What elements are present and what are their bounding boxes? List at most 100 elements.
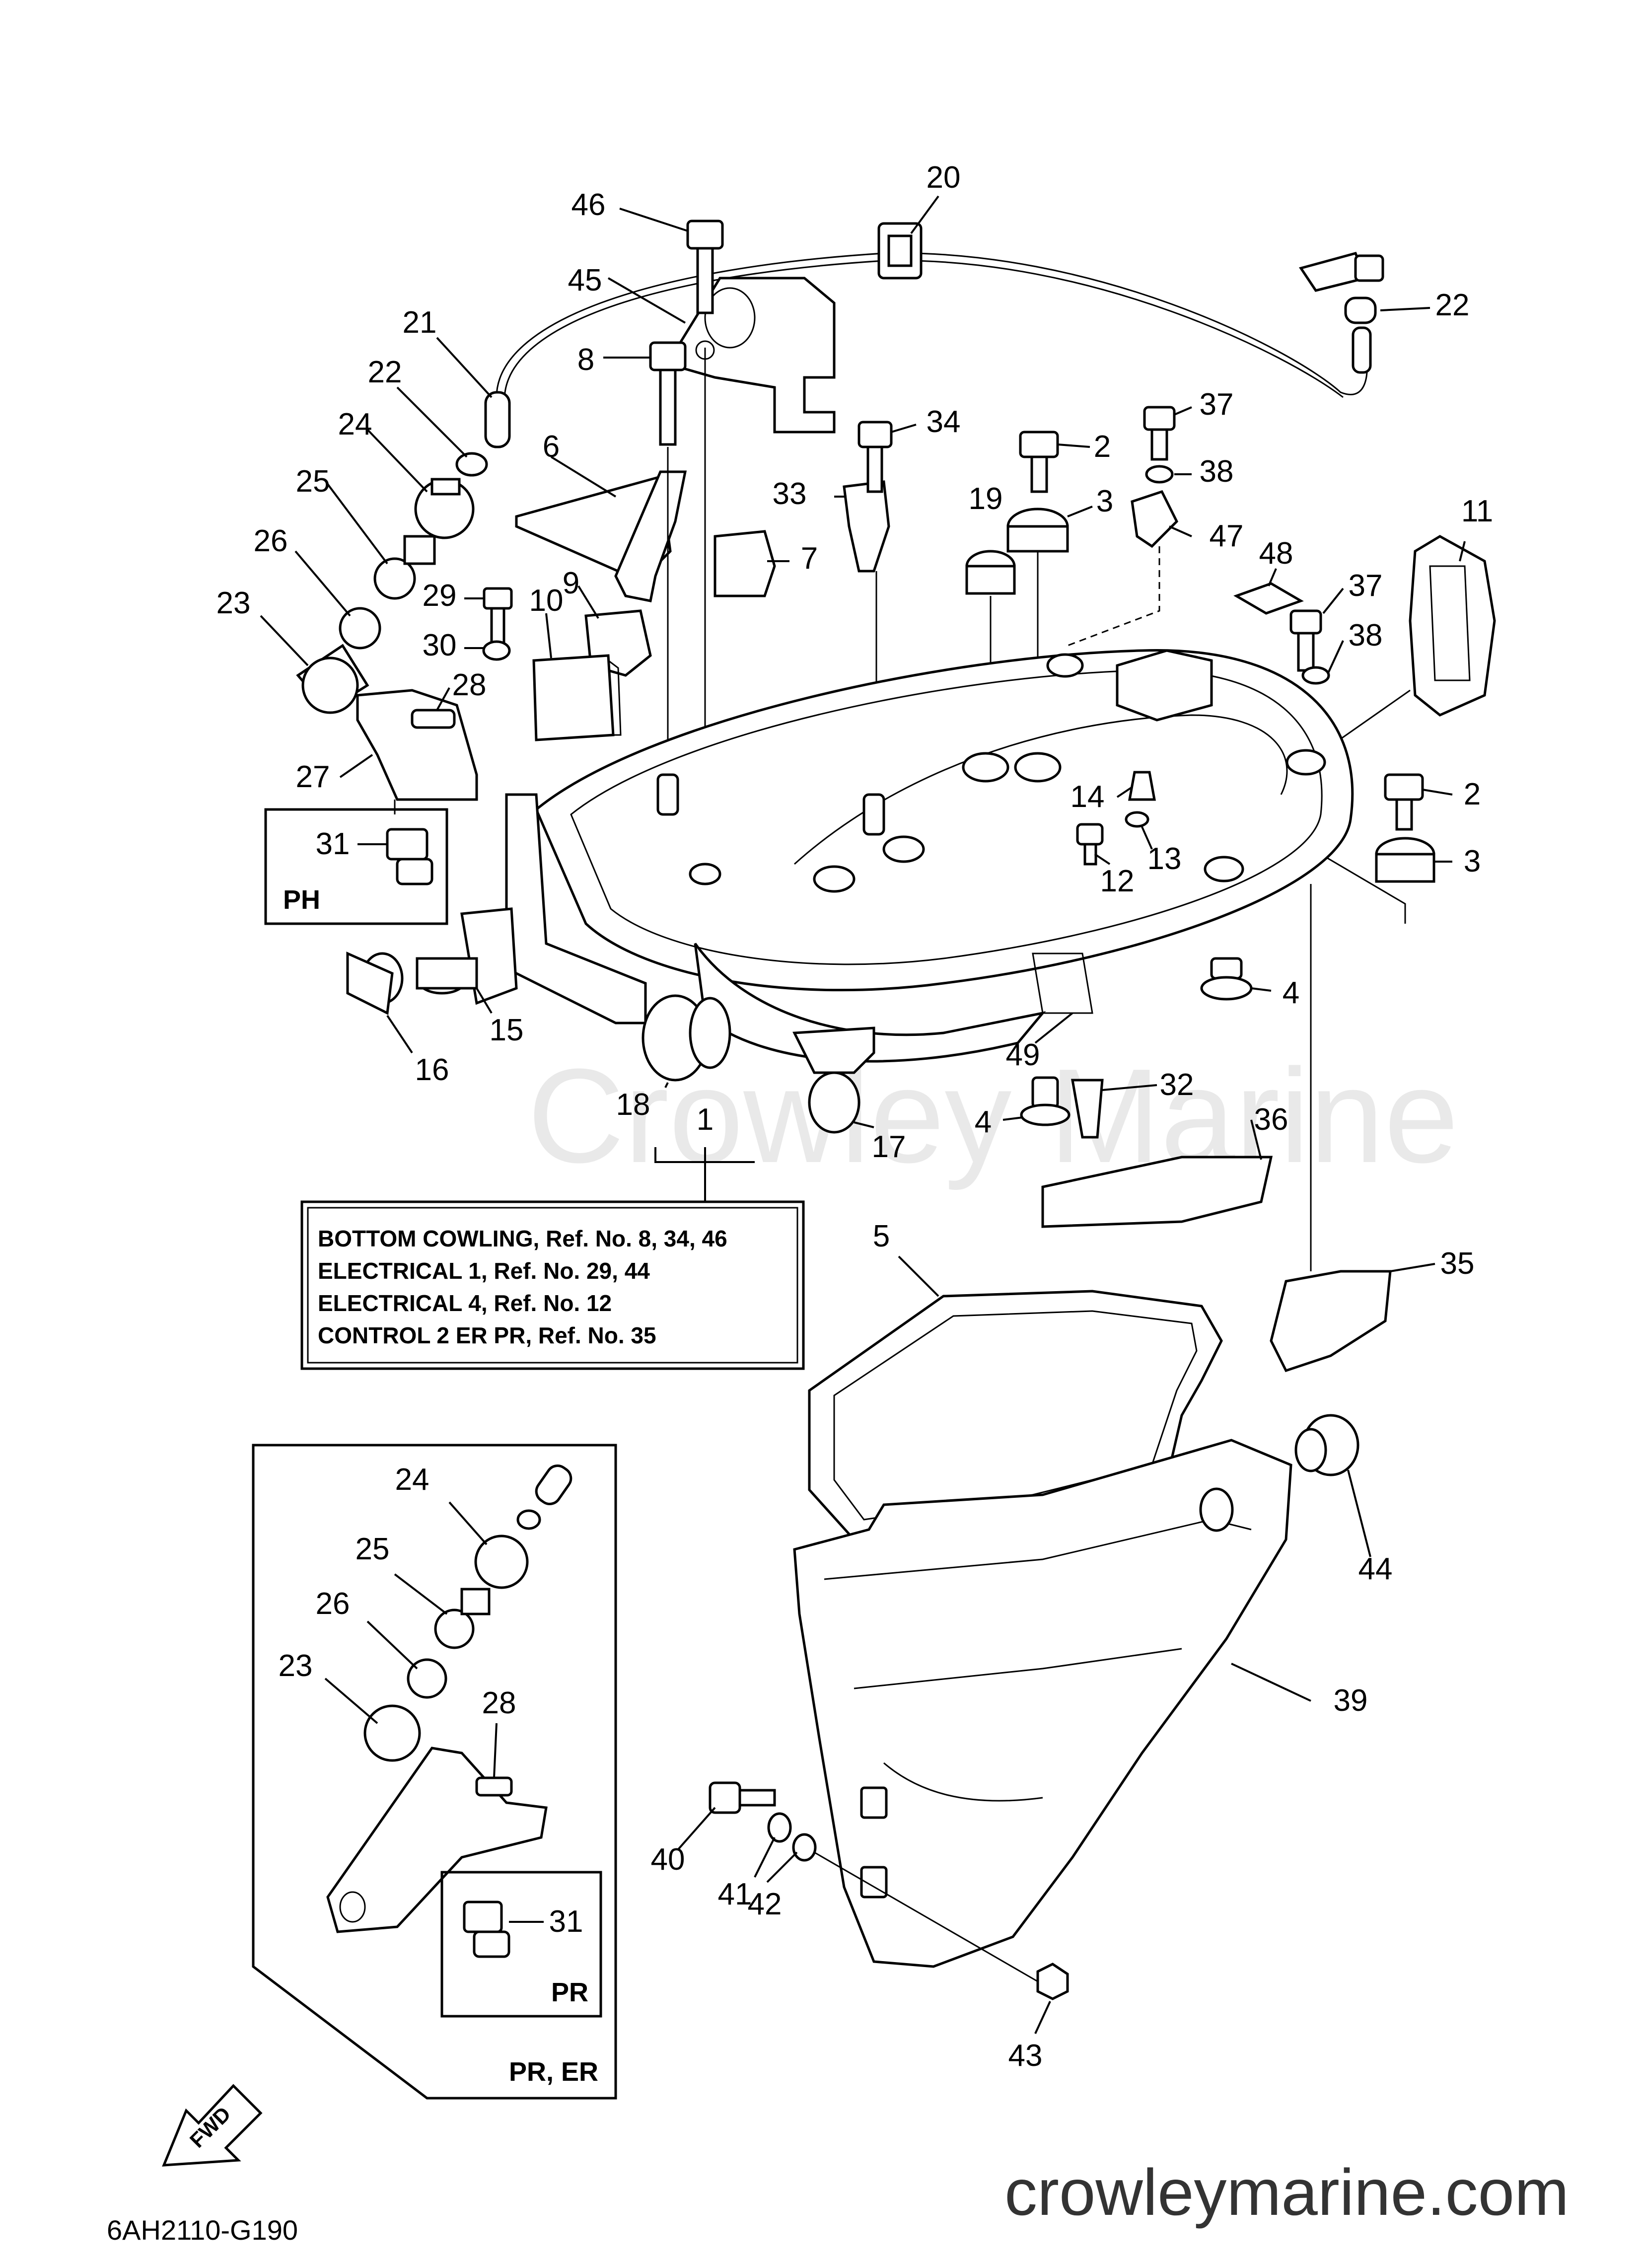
callout-22-left: 22 xyxy=(368,355,402,389)
pr-er-label: PR, ER xyxy=(509,2057,598,2087)
washer-42 xyxy=(792,1833,817,1862)
callout-42: 42 xyxy=(748,1887,782,1921)
ph-box xyxy=(264,808,448,925)
screw-12-head xyxy=(1076,823,1104,846)
washer-38-right xyxy=(1301,666,1330,685)
bolt-34-head xyxy=(857,421,893,448)
pad-10 xyxy=(532,654,615,741)
tee-joint-end xyxy=(1354,254,1384,282)
callout-40: 40 xyxy=(651,1842,685,1877)
screw-29-head xyxy=(483,587,513,610)
leader-lines xyxy=(260,195,1466,2034)
bolt-2-right-head xyxy=(1384,773,1424,801)
tray-boss-47 xyxy=(1046,653,1084,678)
callout-7: 7 xyxy=(801,541,818,576)
callout-16: 16 xyxy=(415,1053,449,1087)
screw-28-inset xyxy=(475,1776,513,1797)
cowling-tray-bottom xyxy=(694,943,1046,1063)
tray-hole-b xyxy=(882,835,925,863)
callout-34: 34 xyxy=(927,405,961,439)
callout-47: 47 xyxy=(1210,519,1244,553)
callout-37-top: 37 xyxy=(1200,387,1234,422)
fwd-arrow-icon: FWD xyxy=(162,2084,263,2167)
inset-hose-end xyxy=(535,1464,572,1505)
callout-8: 8 xyxy=(577,343,594,377)
pin-14 xyxy=(1128,771,1156,801)
collar-4-bottom-flange xyxy=(1020,1103,1071,1126)
pr-box xyxy=(440,1871,602,2018)
callout-30: 30 xyxy=(423,628,457,662)
grommet-17-body xyxy=(808,1071,860,1134)
screw-29-shank xyxy=(490,607,505,645)
callout-19: 19 xyxy=(969,482,1003,516)
callout-49: 49 xyxy=(1006,1038,1040,1072)
bolt-37-right-shank xyxy=(1297,632,1315,672)
bolt-40-shank xyxy=(738,1789,776,1807)
grommet-3-right-body xyxy=(1375,853,1435,883)
bracket-inset-hole xyxy=(339,1891,366,1923)
cover-11-inner xyxy=(1429,565,1471,681)
screw-12-shank xyxy=(1083,843,1097,866)
callout-3-top: 3 xyxy=(1096,484,1113,518)
label-48 xyxy=(1233,582,1304,615)
reference-line-1: BOTTOM COWLING, Ref. No. 8, 34, 46 xyxy=(318,1226,727,1251)
pr-er-inset xyxy=(252,1444,617,2100)
callout-25-top: 25 xyxy=(296,464,330,499)
gasket-5-inner xyxy=(833,1310,1198,1521)
tray-bracket xyxy=(1116,649,1213,722)
clamp-31-top-lower xyxy=(396,858,433,885)
reference-box-inner xyxy=(307,1207,798,1364)
bolt-2-top-head xyxy=(1019,431,1059,458)
callout-31-top: 31 xyxy=(316,827,350,861)
callout-21: 21 xyxy=(403,305,437,340)
callout-13: 13 xyxy=(1147,842,1182,876)
bracket-45 xyxy=(679,277,836,434)
tray-boss-19 xyxy=(962,752,1009,783)
plug-25-inset xyxy=(434,1609,475,1649)
callout-32: 32 xyxy=(1160,1068,1194,1102)
bracket-45-cutout xyxy=(704,287,756,349)
bracket-inset xyxy=(326,1747,548,1933)
callout-3-right: 3 xyxy=(1464,844,1481,878)
reference-line-2: ELECTRICAL 1, Ref. No. 29, 44 xyxy=(318,1258,650,1284)
collar-4-right-top xyxy=(1210,957,1243,980)
bracket-27 xyxy=(356,689,478,801)
grommet-15-body xyxy=(416,957,478,990)
pad-10-edge xyxy=(608,659,622,736)
gear-24-top-boss xyxy=(430,478,461,496)
clip-26-inset xyxy=(407,1658,447,1699)
tray-boss-right xyxy=(1285,749,1326,776)
callout-12: 12 xyxy=(1100,864,1135,898)
cowling-tray-rim xyxy=(570,669,1323,965)
callout-35: 35 xyxy=(1440,1246,1475,1281)
bolt-37-top-shank xyxy=(1150,428,1168,461)
bracket-36 xyxy=(1041,1156,1273,1228)
hose-clip-22-left xyxy=(455,452,488,477)
site-url: crowleymarine.com xyxy=(1004,2156,1569,2229)
lower-cowling-39-hole xyxy=(1199,1487,1234,1532)
screw-28-top xyxy=(411,709,456,729)
callout-2-right: 2 xyxy=(1464,777,1481,811)
callout-20: 20 xyxy=(927,160,961,195)
washer-13 xyxy=(1125,811,1149,828)
clamp-31-inset xyxy=(463,1901,503,1933)
callout-6: 6 xyxy=(543,430,560,464)
bracket-35 xyxy=(1270,1270,1392,1373)
washer-30 xyxy=(482,640,511,661)
callout-28-inset: 28 xyxy=(482,1686,516,1720)
callout-27: 27 xyxy=(296,760,330,794)
tray-post-34 xyxy=(862,793,885,836)
callout-14: 14 xyxy=(1071,780,1105,814)
callout-38-right: 38 xyxy=(1349,618,1383,653)
reference-line-3: ELECTRICAL 4, Ref. No. 12 xyxy=(318,1290,612,1316)
lower-cowling-39-rim xyxy=(824,1519,1252,1580)
callout-43: 43 xyxy=(1008,2039,1043,2073)
bolt-32 xyxy=(1071,1079,1104,1139)
holder-7 xyxy=(714,530,776,597)
cover-11 xyxy=(1409,535,1496,717)
plug-25-inset-screw xyxy=(460,1588,491,1615)
plug-25-top-screw xyxy=(403,535,436,565)
reference-box xyxy=(300,1200,805,1370)
collar-4-right-flange xyxy=(1200,976,1253,1001)
